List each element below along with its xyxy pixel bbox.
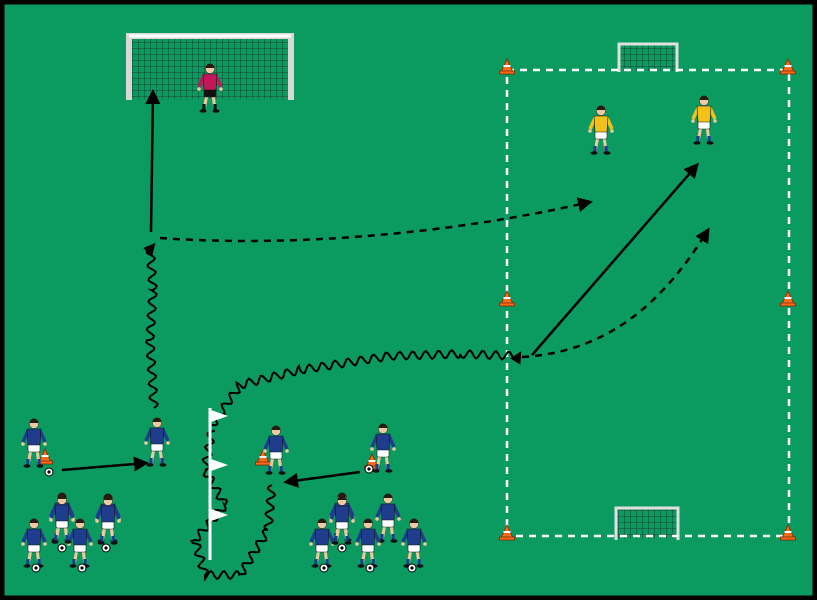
ball-icon [44,467,54,477]
ball-icon [337,543,347,553]
flag-icon [211,410,228,422]
cone-icon [780,524,796,541]
run-arrow-top [159,197,593,243]
player-icon [49,494,75,553]
flag-icon [211,509,228,521]
player-icon [329,495,355,553]
cone-icon [37,448,53,465]
flag-icon [211,459,228,471]
goalkeeper-icon [197,63,223,113]
shot-arrow [145,89,161,233]
small-goal-top-icon [617,42,679,72]
player-icon [144,417,170,467]
player-icon [401,518,427,573]
dribble-path-curve [211,349,522,427]
ball-icon [319,563,329,573]
pass-arrow-right [283,470,361,488]
ball-icon [57,543,67,553]
flag-poles [208,408,228,560]
ball-icon [101,543,111,553]
movement-arrows [61,89,710,582]
run-arrow-zone [521,227,710,359]
cone-icon [499,290,515,307]
pass-arrow-diagonal [531,162,699,356]
player-icon [21,418,54,477]
ball-icon [77,563,87,573]
player-icon [95,495,121,553]
small-goal-bottom-icon [614,506,680,540]
cone-icon [780,58,796,75]
dribble-path-slalom [189,429,277,582]
ball-icon [31,563,41,573]
dribble-path-vertical [143,242,159,409]
pass-arrow-left [61,456,149,472]
cone-icon [499,524,515,541]
player-icon [309,518,335,573]
cone-icon [780,290,796,307]
ball-icon [365,563,375,573]
cones-layer [37,58,796,541]
players-layer [21,63,717,573]
player-icon [263,425,289,475]
player-icon [364,423,396,474]
away-player-icon [588,105,614,155]
away-player-icon [691,95,717,145]
player-icon [21,518,47,573]
ball-icon [364,464,374,474]
cone-icon [499,58,515,75]
player-icon [67,518,93,573]
player-icon [355,518,381,573]
player-icon [375,493,401,543]
ball-icon [407,563,417,573]
